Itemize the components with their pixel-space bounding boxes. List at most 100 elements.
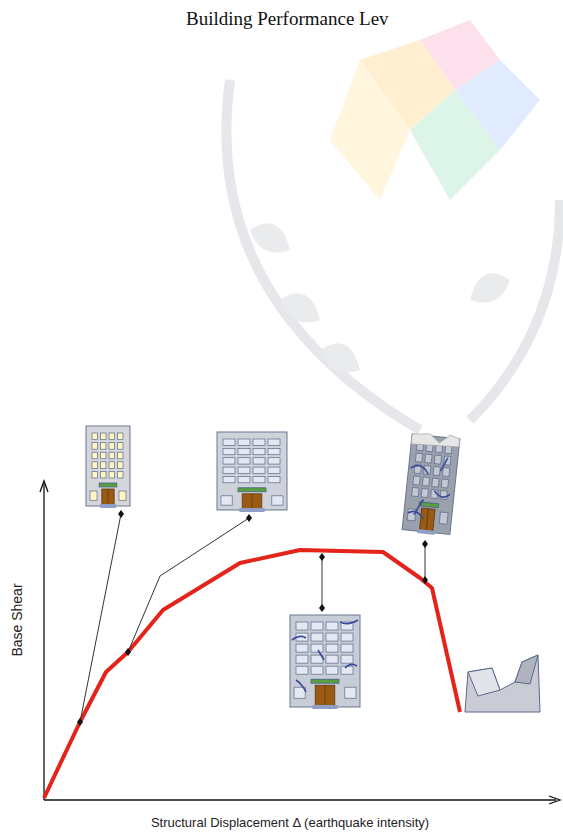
window [223,458,235,464]
window [253,458,265,464]
window [425,454,432,463]
window [432,478,439,487]
window [118,433,124,440]
building-body [217,432,287,510]
building-body [290,615,360,707]
x-axis-arrow [549,796,560,804]
window [326,666,338,674]
window [92,471,98,478]
rubble [465,655,540,712]
door [102,489,114,506]
window [253,467,265,473]
base-step [239,508,264,512]
canopy [311,679,339,683]
window [341,655,353,663]
window [268,467,280,473]
axis-label: Structural Displacement Δ (earthquake in… [151,815,429,830]
window [311,633,323,641]
window [341,666,353,674]
window [109,443,115,450]
window [412,487,419,496]
watermark-leaf [470,273,510,302]
building-body [86,426,130,506]
window [238,476,250,482]
watermark-leaf [320,343,360,372]
window [223,467,235,473]
window [253,476,265,482]
marker [118,510,124,518]
window [238,458,250,464]
building-icon [217,432,287,512]
window [341,644,353,652]
marker [319,553,325,561]
window [109,462,115,469]
canopy [99,483,117,487]
window [440,490,447,499]
crack [410,465,429,474]
window [118,443,124,450]
window [119,491,126,501]
window [311,622,323,630]
window [326,644,338,652]
marker [422,576,428,584]
window [92,452,98,459]
leader-line [322,557,323,608]
door [419,508,435,533]
watermark-arc [226,80,420,430]
window [422,477,429,486]
window [341,633,353,641]
window [326,655,338,663]
crack [434,491,450,498]
watermark-petal [330,60,410,200]
window [221,496,232,505]
window [311,644,323,652]
window [92,443,98,450]
building-icon [402,431,460,536]
building-icon [290,615,360,709]
window [415,453,422,462]
window [326,633,338,641]
crack [440,457,447,472]
window [434,455,441,464]
door-split [108,489,109,506]
window [268,448,280,454]
window [101,462,107,469]
window [311,666,323,674]
leader-line [425,544,426,580]
window [238,467,250,473]
door-split [426,509,428,532]
window [296,644,308,652]
watermark-arc [470,200,560,420]
door-split [325,685,326,707]
watermark-logo [226,20,560,430]
crack [318,650,324,660]
window [253,439,265,445]
window [433,467,440,476]
base-step [100,504,116,508]
window [296,655,308,663]
window [441,479,448,488]
window [296,666,308,674]
window [92,433,98,440]
window [326,622,338,630]
window [268,439,280,445]
axes [40,481,560,804]
window [223,439,235,445]
window [101,471,107,478]
window [407,509,416,521]
window [421,488,428,497]
building-body [402,434,460,534]
door [315,685,335,707]
leader-markers [77,510,428,726]
window [238,448,250,454]
window [439,512,448,524]
watermark-leaf [250,223,290,252]
base-step [417,529,435,535]
window [296,622,308,630]
window [238,439,250,445]
door-split [252,494,253,510]
crack [296,680,306,692]
window [101,433,107,440]
window [253,448,265,454]
